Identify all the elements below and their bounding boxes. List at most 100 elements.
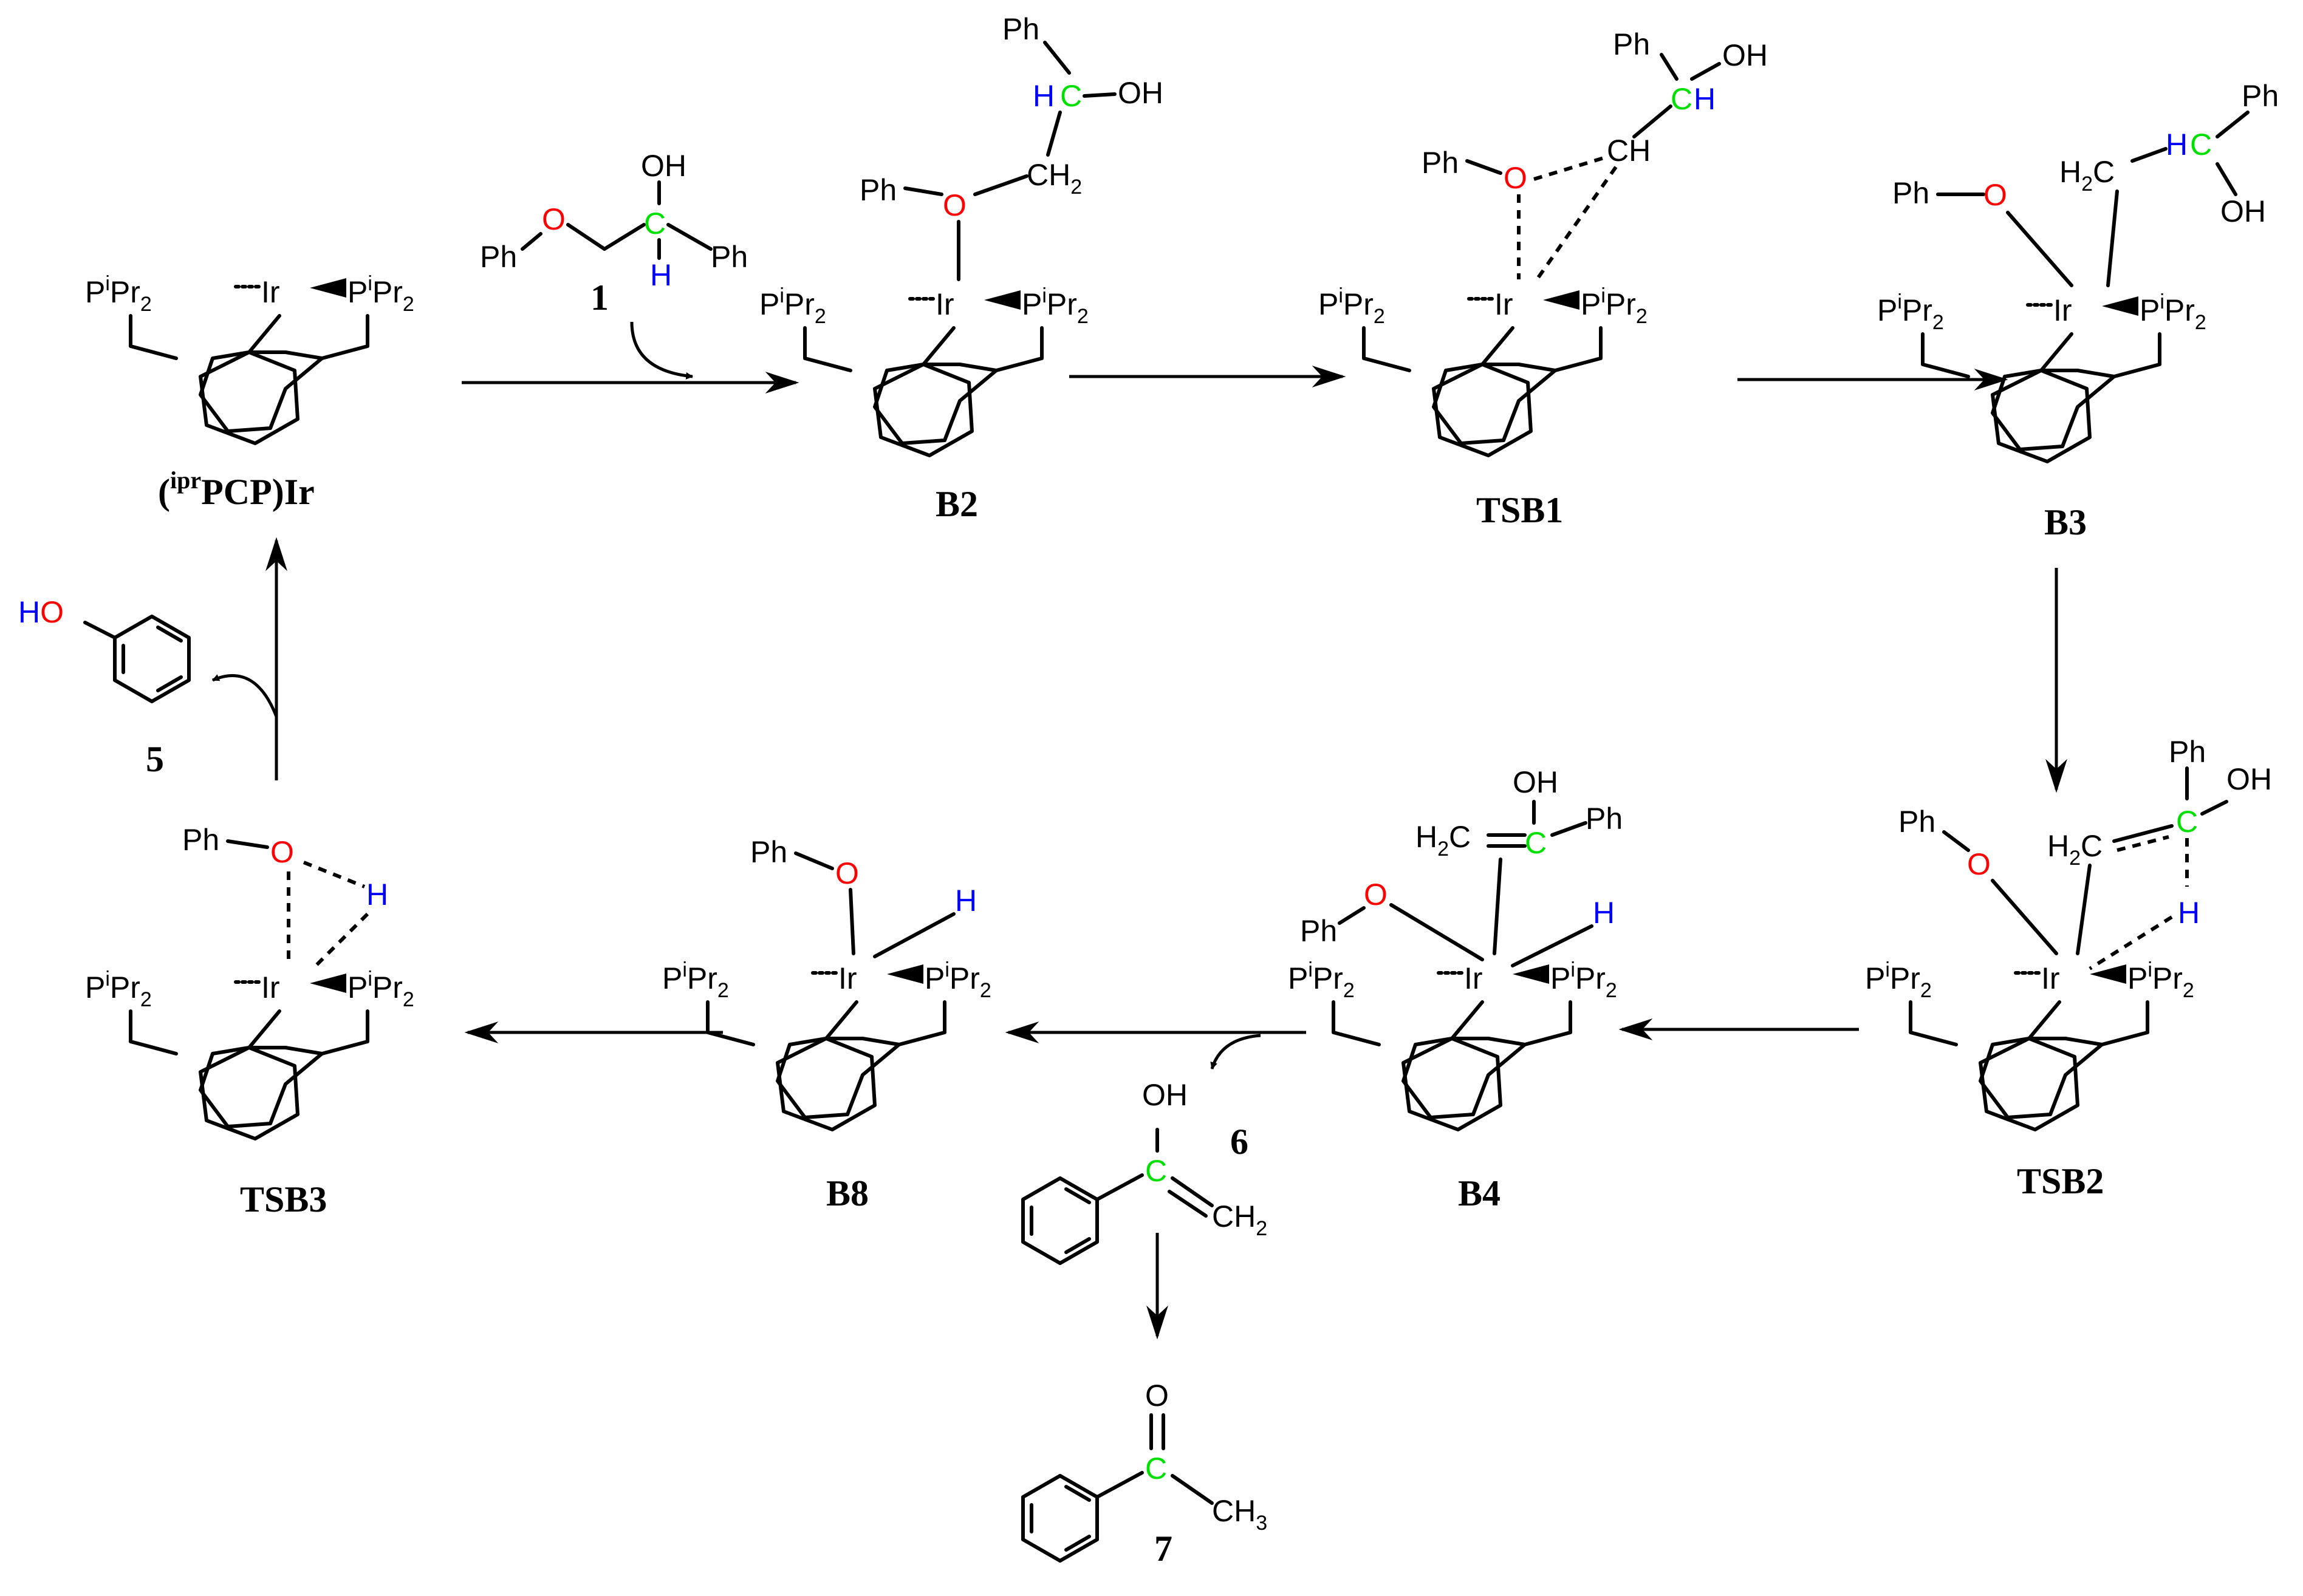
ch-part: CH — [1212, 1494, 1256, 1528]
b2-ligand: Ph O CH2 H C OH Ph — [860, 12, 1163, 281]
intermediate-b4 — [1288, 958, 1617, 1130]
ph-text: Ph — [1300, 914, 1337, 948]
hydrogen-blue: H — [650, 258, 672, 292]
carbinol-carbon: C — [2190, 128, 2212, 162]
oh-text: OH — [2220, 194, 2266, 228]
ch3-text: CH3 — [1212, 1494, 1267, 1535]
tsb2-ligand: Ph O H2C C Ph OH H — [1898, 735, 2272, 970]
hydrogen-blue: H — [1033, 79, 1055, 113]
intermediate-b2 — [759, 284, 1089, 455]
oh-text: OH — [1118, 76, 1163, 110]
ketone-7: C O CH3 7 — [1023, 1379, 1267, 1569]
compound-number-7: 7 — [1154, 1529, 1172, 1569]
oxygen-red: O — [1983, 178, 2007, 212]
ch-part: CH — [1027, 158, 1070, 192]
intermediate-b8 — [662, 958, 991, 1130]
ph-text: Ph — [1586, 802, 1623, 836]
ph-text: Ph — [480, 240, 517, 274]
label-ipr-superscript: ipr — [170, 466, 201, 494]
c-part: C — [2093, 155, 2115, 189]
carbinol-carbon: C — [2176, 805, 2198, 839]
oxygen-red: O — [1967, 847, 1991, 881]
oh-text: OH — [1722, 38, 1768, 72]
label-open-paren: ( — [158, 472, 170, 512]
oxygen-red: O — [1364, 878, 1388, 912]
oh-text: OH — [1513, 765, 1558, 799]
label-b8: B8 — [826, 1173, 869, 1213]
oh-text: OH — [1142, 1078, 1188, 1112]
arrow-5-release — [211, 674, 278, 717]
c-part: C — [1449, 820, 1471, 854]
arrow-1-addition — [630, 321, 694, 380]
transition-state-tsb3 — [85, 967, 414, 1139]
oh-text: OH — [2226, 762, 2272, 796]
ph-text: Ph — [1898, 805, 1935, 839]
c-part: C — [2081, 829, 2103, 863]
enol-carbon: C — [1145, 1154, 1167, 1188]
h-part: H — [1415, 820, 1437, 854]
hydrogen-blue: H — [2178, 896, 2200, 930]
ph-text: Ph — [860, 173, 897, 207]
label-tsb1: TSB1 — [1476, 490, 1563, 530]
carbonyl-oxygen: O — [1145, 1379, 1169, 1413]
oxygen-red: O — [1504, 161, 1527, 195]
transition-state-tsb2 — [1865, 958, 2194, 1130]
intermediate-b3 — [1877, 290, 2206, 462]
oxygen-red: O — [835, 856, 859, 890]
label-b4: B4 — [1458, 1173, 1501, 1213]
ch2-text: CH2 — [1027, 158, 1082, 199]
ph-text: Ph — [2242, 79, 2279, 113]
ether-oxygen: O — [542, 202, 566, 236]
catalyst-pcp-ir — [85, 272, 414, 443]
h2c-text: H2C — [2047, 829, 2103, 870]
compound-number-6: 6 — [1230, 1122, 1248, 1162]
b8-ligand: Ph O H — [750, 835, 977, 958]
label-tsb3: TSB3 — [240, 1179, 327, 1219]
transition-state-tsb1 — [1318, 284, 1648, 455]
h2c-text: H2C — [1415, 820, 1471, 861]
compound-number-1: 1 — [590, 278, 609, 318]
oxygen-red: O — [270, 835, 294, 869]
label-b2: B2 — [936, 484, 978, 524]
sub-two: 2 — [2081, 172, 2093, 196]
hydrogen-blue: H — [1593, 896, 1615, 930]
ph-text: Ph — [711, 240, 748, 274]
label-catalyst: (iprPCP)Ir — [158, 466, 315, 512]
h2c-text: H2C — [2059, 155, 2115, 196]
sub-two: 2 — [1256, 1217, 1267, 1240]
hydrogen-blue: H — [366, 878, 388, 912]
phenol-5: HO 5 — [18, 595, 189, 779]
tsb3-ligand: Ph O H — [182, 823, 388, 967]
oh-text: OH — [641, 149, 686, 183]
label-pcp-ir: PCP)Ir — [201, 472, 315, 512]
ph-text: Ph — [1422, 146, 1459, 180]
enol-6: C OH CH2 6 — [1023, 1078, 1267, 1263]
ph-text: Ph — [2169, 735, 2206, 769]
sub-two: 2 — [1070, 176, 1082, 199]
label-tsb2: TSB2 — [2017, 1161, 2104, 1201]
hydrogen-blue: H — [955, 884, 977, 918]
ph-text: Ph — [1613, 27, 1650, 61]
carbinol-carbon: C — [1525, 826, 1547, 860]
hydrogen-blue: H — [1694, 82, 1716, 116]
substrate-1: Ph O C OH H Ph 1 — [480, 149, 748, 318]
tsb1-ligand: Ph O CH C H OH Ph — [1422, 27, 1768, 281]
arrow-6-release — [1210, 1034, 1261, 1070]
sub-two: 2 — [2069, 847, 2081, 870]
sub-three: 3 — [1256, 1512, 1267, 1535]
ch2-text: CH2 — [1212, 1199, 1267, 1240]
ph-text: Ph — [750, 835, 787, 869]
carbonyl-carbon: C — [1145, 1451, 1167, 1485]
hydrogen-blue: H — [18, 595, 40, 629]
b3-ligand: Ph O H2C H C Ph OH — [1892, 79, 2279, 287]
hydrogen-blue: H — [2166, 128, 2188, 162]
carbinol-carbon: C — [644, 206, 666, 240]
h-part: H — [2047, 829, 2069, 863]
carbinol-carbon: C — [1060, 79, 1082, 113]
ch-text: CH — [1607, 134, 1651, 168]
carbinol-carbon: C — [1671, 82, 1692, 116]
phenol-oh: HO — [18, 595, 64, 629]
ph-text: Ph — [1892, 176, 1929, 210]
oxygen-red: O — [40, 595, 64, 629]
